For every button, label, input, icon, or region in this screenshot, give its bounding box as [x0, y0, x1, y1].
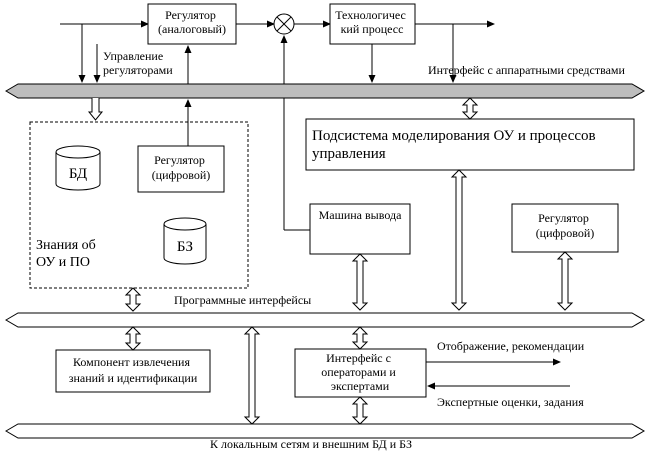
right-regulator-software-double-arrow — [556, 251, 574, 311]
knowledge-extraction-label: Компонент извлечения знаний и идентифика… — [69, 355, 198, 385]
db-label: БД — [69, 166, 87, 182]
operator-interface-box — [294, 348, 427, 398]
display-recommendations-label: Отображение, рекомендации — [437, 339, 585, 353]
regulator-control-label: Управление регуляторами — [103, 49, 173, 77]
extraction-software-double-arrow — [124, 326, 142, 351]
inference-software-double-arrow — [351, 253, 369, 311]
summing-junction-icon — [273, 13, 295, 35]
operator-network-double-arrow — [351, 396, 369, 425]
inference-machine-label: Машина вывода — [319, 208, 402, 222]
knowledge-base-icon — [163, 217, 207, 265]
digital-regulator-inner-box — [137, 145, 225, 193]
database-icon — [55, 145, 101, 191]
analog-regulator-label: Регулятор (аналоговый) — [158, 8, 226, 36]
local-networks-label: К локальным сетям и внешним БД и БЗ — [210, 437, 412, 451]
hardware-interface-label: Интерфейс с аппаратными средствами — [428, 63, 626, 77]
network-bus — [5, 423, 645, 439]
modeling-software-double-arrow — [450, 169, 468, 311]
bus-to-knowledge-arrow — [87, 98, 104, 121]
modeling-subsystem-box — [305, 118, 635, 171]
expert-assessments-label: Экспертные оценки, задания — [437, 395, 584, 409]
operator-interface-label: Интерфейс с операторами и экспертами — [321, 351, 399, 393]
knowledge-region — [29, 121, 249, 289]
inference-machine-box — [309, 203, 411, 255]
knowledge-label: Знания об ОУ и ПО — [36, 238, 99, 270]
software-interfaces-label: Программные интерфейсы — [174, 293, 311, 307]
digital-regulator-right-box — [511, 203, 619, 253]
kb-label: БЗ — [177, 239, 193, 255]
modeling-subsystem-label: Подсистема моделирования ОУ и процессов … — [312, 128, 599, 162]
software-network-double-arrow — [243, 326, 261, 425]
bus-modeling-double-arrow — [461, 97, 479, 120]
knowledge-software-double-arrow — [124, 287, 142, 312]
digital-regulator-right-label: Регулятор (цифровой) — [536, 211, 595, 240]
software-interfaces-bus — [5, 312, 645, 328]
digital-regulator-inner-label: Регулятор (цифровой) — [152, 153, 211, 182]
operator-software-double-arrow — [351, 326, 369, 350]
analog-regulator-box — [147, 3, 237, 45]
tech-process-label: Технологичес кий процесс — [335, 8, 409, 36]
knowledge-extraction-box — [55, 349, 211, 393]
hardware-interface-bus — [5, 83, 645, 99]
